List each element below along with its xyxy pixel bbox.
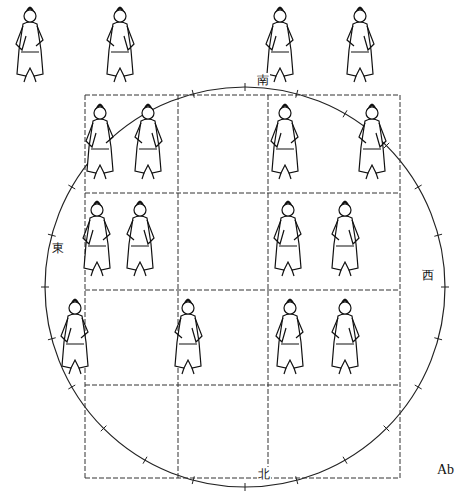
tick-mark — [192, 90, 194, 98]
grid-line — [268, 95, 269, 478]
sleeves — [332, 318, 359, 374]
tick-mark — [384, 143, 390, 149]
tick-mark — [296, 90, 298, 98]
dancer-figure — [83, 201, 110, 277]
compass-label: 南 — [256, 73, 270, 87]
tick-mark — [245, 83, 246, 91]
tick-mark — [296, 476, 298, 484]
sleeves — [86, 123, 113, 179]
dancer-figure — [332, 201, 359, 277]
hair — [115, 7, 125, 14]
dancer-figure — [175, 299, 202, 375]
sleeves — [16, 26, 43, 82]
hair — [275, 7, 285, 14]
tick-mark — [41, 287, 49, 288]
grid-line — [85, 95, 86, 478]
compass-label: 東 — [51, 241, 65, 255]
tick-marks — [41, 83, 449, 491]
tick-mark — [434, 234, 442, 236]
grid-line — [400, 95, 401, 478]
grid-line — [178, 95, 179, 478]
tick-mark — [48, 234, 56, 236]
dancer-figure — [86, 104, 113, 180]
outer-circle — [45, 87, 445, 487]
sleeves — [274, 220, 301, 276]
dancer-figure — [271, 104, 298, 180]
tick-mark — [343, 457, 347, 464]
tick-mark — [384, 426, 390, 432]
sleeves — [107, 26, 134, 82]
floor-grid — [85, 95, 400, 478]
dancer-figure — [127, 201, 154, 277]
dancer-figure — [347, 7, 374, 83]
hair — [285, 299, 295, 306]
hair — [355, 7, 365, 14]
hair — [280, 104, 290, 111]
tick-mark — [68, 185, 75, 189]
grid-line — [85, 95, 400, 96]
hair — [92, 201, 102, 208]
tick-mark — [343, 110, 347, 117]
sleeves — [127, 220, 154, 276]
tick-mark — [48, 338, 56, 340]
dancer-figure — [276, 299, 303, 375]
tick-mark — [68, 385, 75, 389]
hair — [340, 299, 350, 306]
sleeves — [61, 318, 88, 374]
sleeves — [175, 318, 202, 374]
tick-mark — [143, 457, 147, 464]
compass-label: 西 — [421, 268, 435, 282]
hair — [143, 104, 153, 111]
tick-mark — [192, 476, 194, 484]
grid-line — [85, 478, 400, 479]
sleeves — [83, 220, 110, 276]
tick-mark — [245, 483, 246, 491]
grid-line — [85, 385, 400, 386]
sleeves — [359, 123, 386, 179]
sleeves — [135, 123, 162, 179]
sleeves — [276, 318, 303, 374]
dancer-figure — [332, 299, 359, 375]
tick-mark — [415, 385, 422, 389]
dancer-figure — [274, 201, 301, 277]
dancer-figure — [16, 7, 43, 83]
sleeves — [266, 26, 293, 82]
dancer-figure — [135, 104, 162, 180]
hair — [95, 104, 105, 111]
hair — [340, 201, 350, 208]
grid-line — [85, 290, 400, 291]
dancer-figure — [359, 104, 386, 180]
tick-mark — [101, 426, 107, 432]
tick-mark — [434, 338, 442, 340]
tick-mark — [415, 185, 422, 189]
caption-fragment: Ab — [436, 462, 455, 478]
dancer-figure — [107, 7, 134, 83]
hair — [135, 201, 145, 208]
dancers — [16, 7, 386, 375]
hair — [70, 299, 80, 306]
sleeves — [271, 123, 298, 179]
dancer-figure — [61, 299, 88, 375]
hair — [183, 299, 193, 306]
dancer-figure — [266, 7, 293, 83]
sleeves — [332, 220, 359, 276]
tick-mark — [441, 287, 449, 288]
grid-line — [85, 193, 400, 194]
sleeves — [347, 26, 374, 82]
hair — [367, 104, 377, 111]
compass-label: 北 — [257, 467, 271, 481]
hair — [25, 7, 35, 14]
hair — [283, 201, 293, 208]
